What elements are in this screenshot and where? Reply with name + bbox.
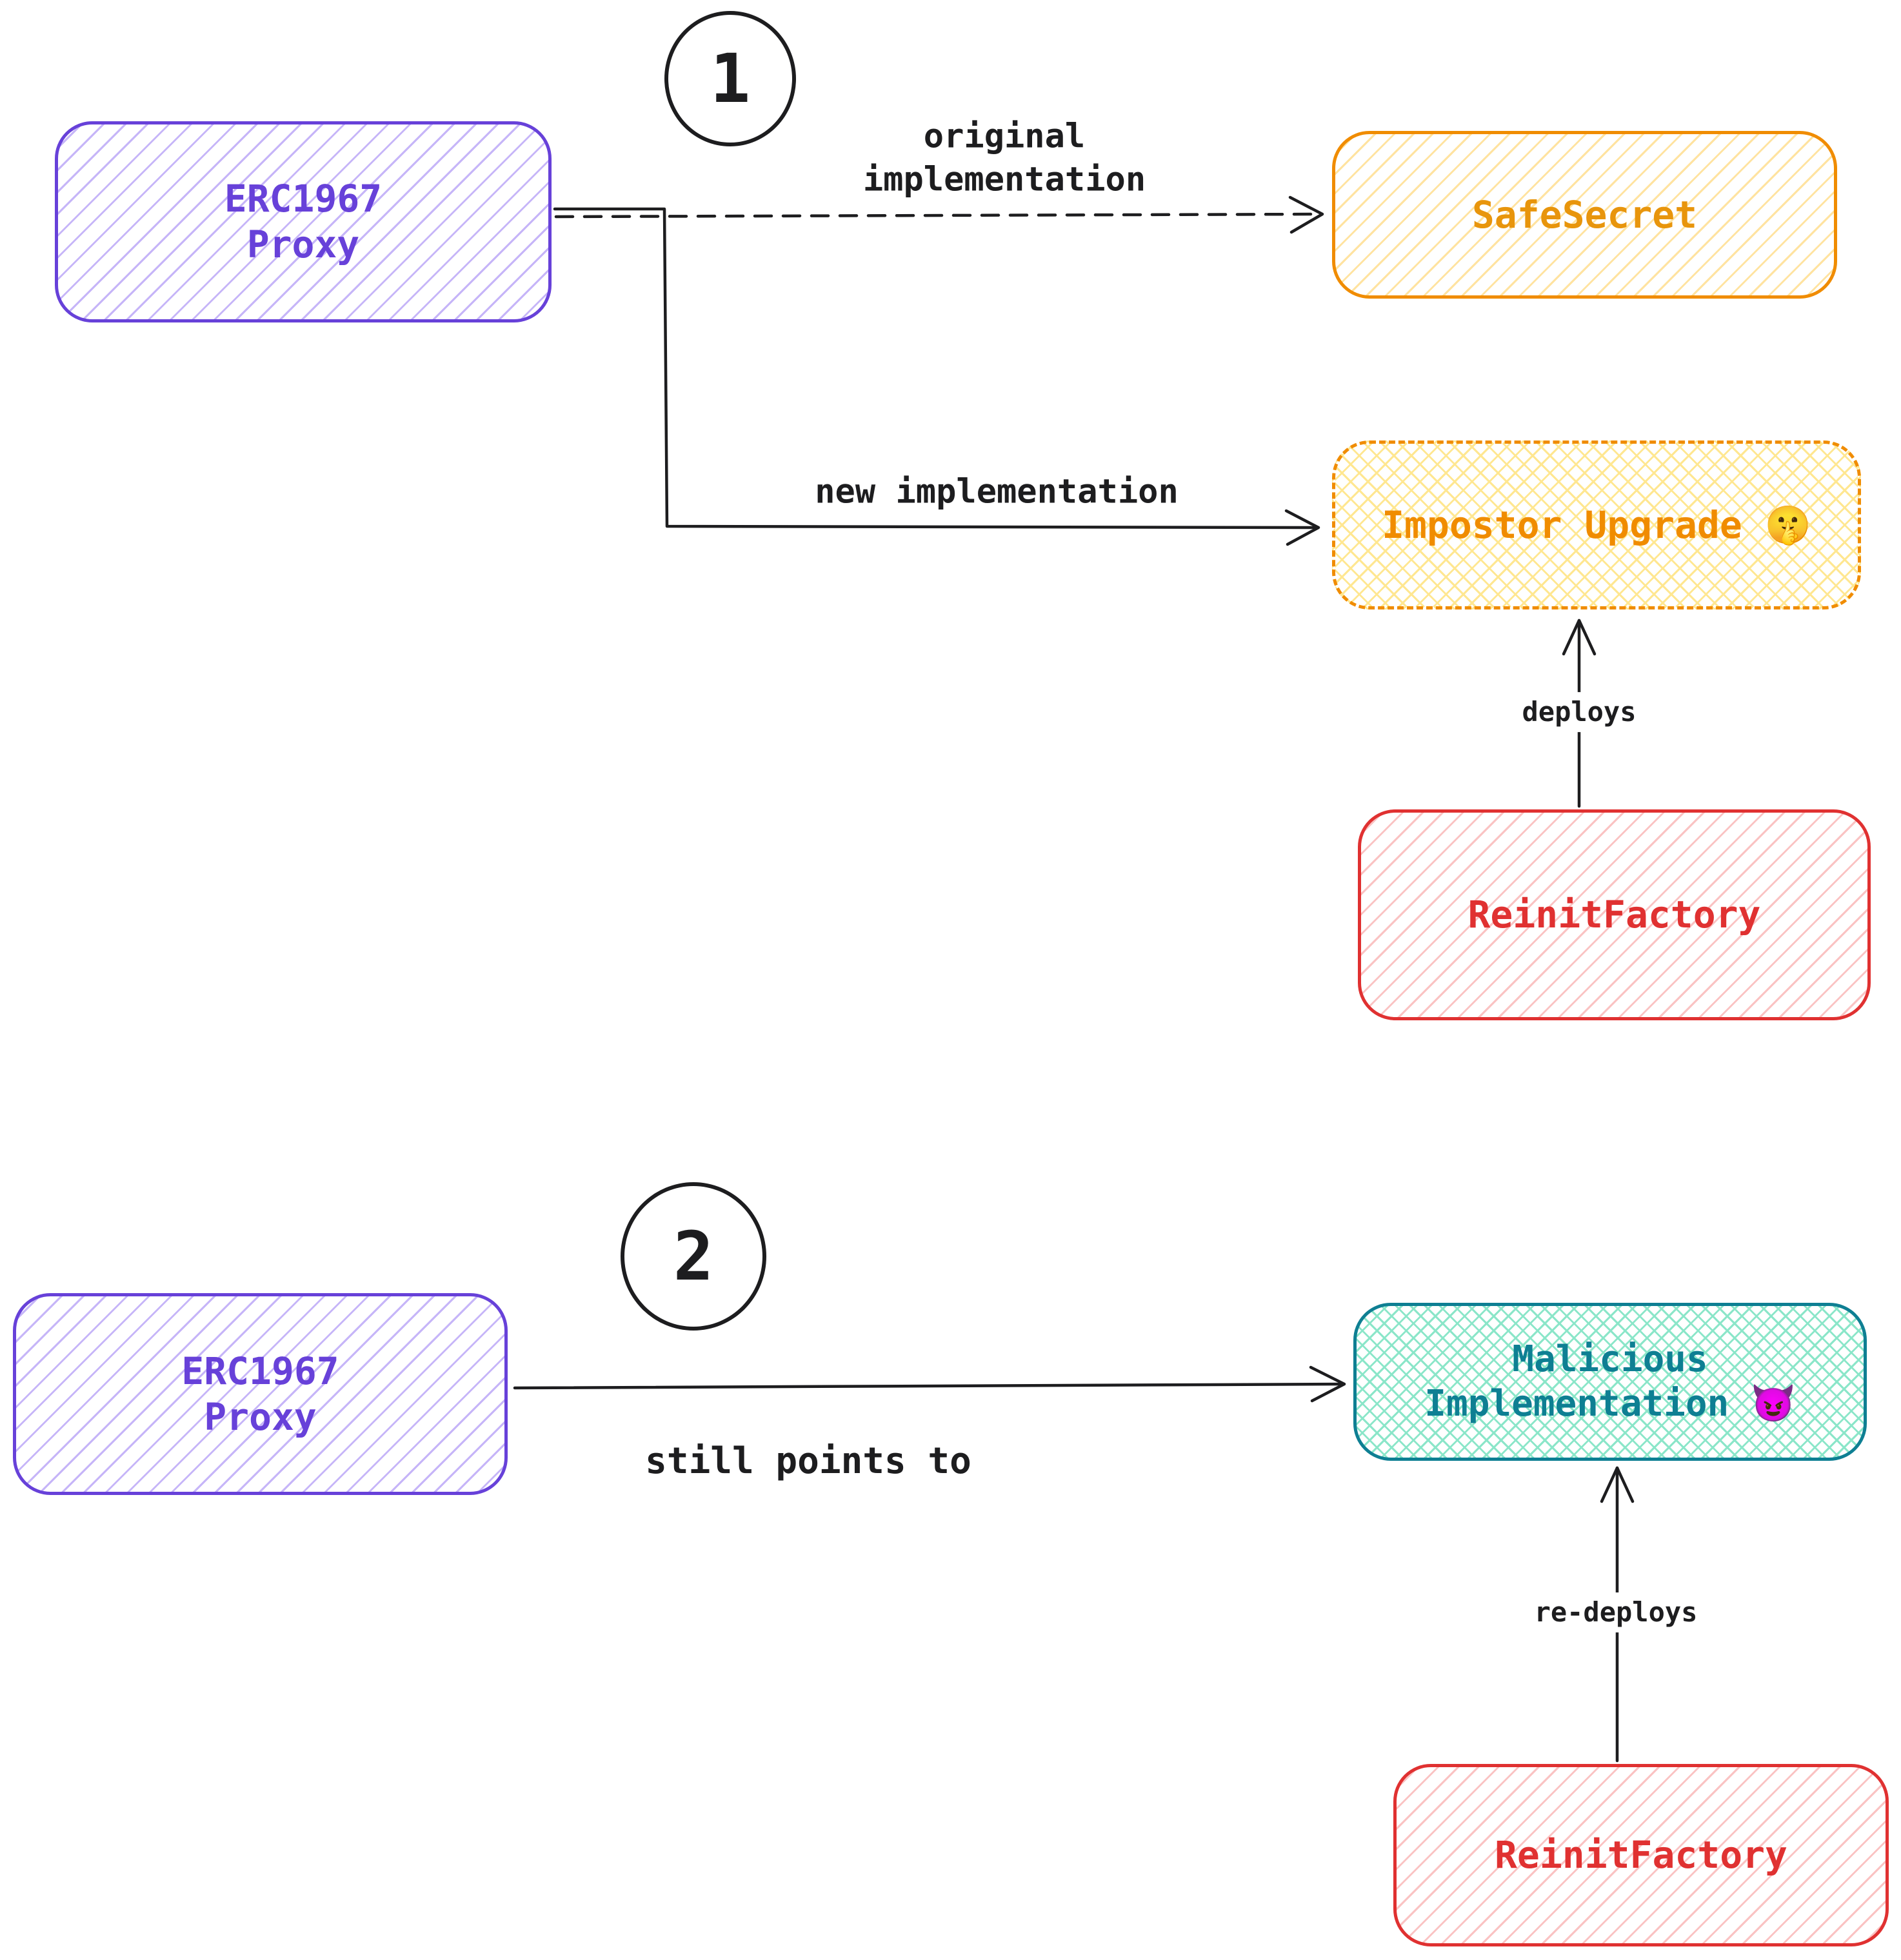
arrowhead-new-implementation [1284,509,1320,546]
edge-label-original-line2: implementation [862,160,1146,199]
node-reinit-factory-1: ReinitFactory [1358,809,1871,1020]
node-reinit-factory-2: ReinitFactory [1393,1764,1889,1946]
node-impostor-upgrade: Impostor Upgrade 🤫 [1332,441,1861,609]
proxy-1-label-line1: ERC1967 [224,177,383,221]
proxy-1-label-line2: Proxy [246,223,360,266]
edge-label-re-deploys: re-deploys [1526,1592,1706,1632]
edge-label-original-line1: original [923,117,1086,156]
arrowhead-deploys [1562,619,1597,656]
node-malicious-implementation: Malicious Implementation 😈 [1353,1303,1867,1461]
reinit-factory-1-label: ReinitFactory [1468,893,1761,937]
step-1-badge: 1 [664,11,796,146]
edge-label-new-implementation: new implementation [815,472,1179,511]
edge-label-still-points-to: still points to [645,1440,971,1483]
edge-still-points-to [513,1382,1345,1390]
arrowhead-re-deploys [1600,1466,1635,1503]
malicious-label-line1: Malicious [1512,1338,1708,1381]
step-2-number: 2 [673,1217,714,1296]
arrowhead-original-implementation [1288,195,1324,234]
malicious-label-line2: Implementation 😈 [1424,1382,1796,1425]
node-safesecret: SafeSecret [1332,131,1837,299]
proxy-2-label-line1: ERC1967 [181,1349,339,1393]
safesecret-label: SafeSecret [1471,192,1698,237]
proxy-2-label-line2: Proxy [204,1394,317,1439]
node-erc1967-proxy-1: ERC1967 Proxy [55,121,552,322]
edge-label-deploys: deploys [1514,692,1644,732]
reinit-factory-2-label: ReinitFactory [1495,1833,1787,1877]
edge-original-implementation [554,212,1323,219]
impostor-upgrade-label: Impostor Upgrade 🤫 [1382,502,1811,547]
node-erc1967-proxy-2: ERC1967 Proxy [13,1293,508,1495]
step-1-number: 1 [710,39,751,118]
edge-label-original-implementation: original implementation [863,115,1146,201]
step-2-badge: 2 [621,1182,766,1331]
arrowhead-still-points-to [1309,1365,1346,1403]
